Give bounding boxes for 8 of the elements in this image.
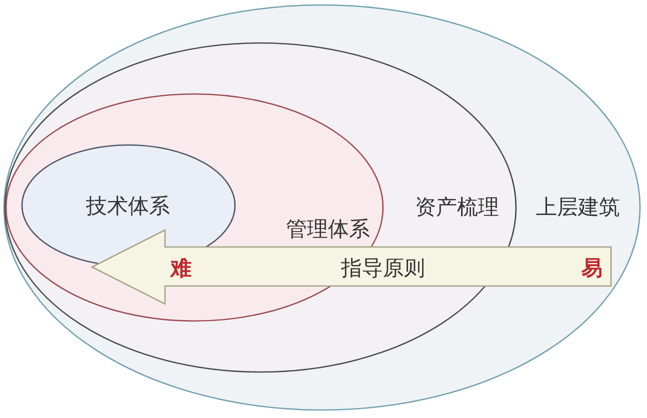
arrow-label: 指导原则 (341, 256, 425, 280)
end-label: 易 (582, 256, 602, 280)
end-label: 难 (170, 256, 192, 280)
region-label: 管理体系 (286, 218, 370, 240)
region-label: 资产梳理 (415, 196, 499, 218)
region-label: 技术体系 (86, 194, 170, 218)
ellipse (3, 4, 641, 411)
region-label: 上层建筑 (536, 196, 620, 218)
